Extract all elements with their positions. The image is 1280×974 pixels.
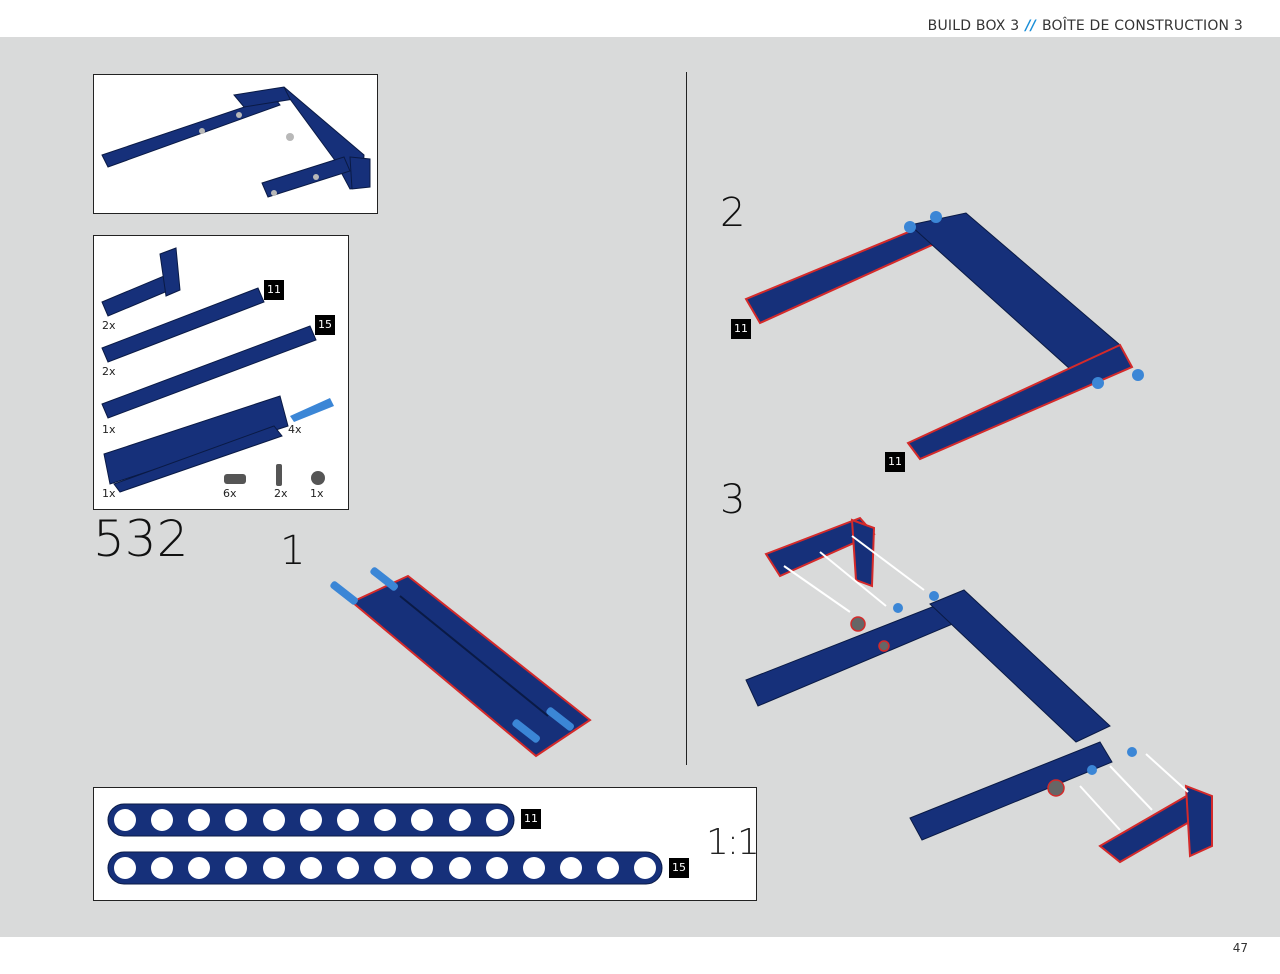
subassembly-preview: [93, 74, 378, 214]
step-2-number: 2: [720, 190, 746, 236]
qty-beam-11: 2x: [102, 365, 116, 378]
scale-box: 11 15 1:1: [93, 787, 760, 901]
scale-beams: [107, 803, 663, 885]
qty-frame: 1x: [102, 487, 116, 500]
header-separator: //: [1025, 18, 1036, 34]
step-1-illustration: [330, 567, 592, 758]
parts-list-box: 11 15 2x 2x 1x 4x 1x 6x 2x 1x: [93, 235, 349, 510]
page-number: 47: [1232, 941, 1248, 955]
step-2-illustration: [744, 211, 1144, 461]
column-divider: [686, 72, 687, 765]
header-build-box: BUILD BOX 3: [927, 18, 1020, 34]
main-step-number: 532: [93, 510, 189, 568]
step-1-number: 1: [280, 528, 306, 574]
qty-l-beam: 2x: [102, 319, 116, 332]
scale-badge-11: 11: [521, 809, 541, 829]
scale-badge-15: 15: [669, 858, 689, 878]
step-3-illustration: [745, 516, 1213, 864]
qty-blue-pin: 4x: [288, 423, 302, 436]
scale-label: 1:1: [706, 822, 760, 863]
parts-badge-11: 11: [264, 280, 284, 300]
step-3-number: 3: [720, 477, 746, 523]
bottom-bar: [0, 937, 1280, 974]
qty-beam-15: 1x: [102, 423, 116, 436]
qty-connector: 6x: [223, 487, 237, 500]
qty-axle-pin: 2x: [274, 487, 288, 500]
qty-bush: 1x: [310, 487, 324, 500]
header-boite: BOÎTE DE CONSTRUCTION 3: [1041, 18, 1243, 34]
top-bar: [0, 0, 1280, 37]
parts-badge-15: 15: [315, 315, 335, 335]
subassembly-illustration: [101, 86, 371, 198]
header-title: BUILD BOX 3 // BOÎTE DE CONSTRUCTION 3: [928, 18, 1243, 34]
parts-illustration: [101, 247, 334, 493]
step-2-callout-top: 11: [731, 319, 751, 339]
step-2-callout-bottom: 11: [885, 452, 905, 472]
